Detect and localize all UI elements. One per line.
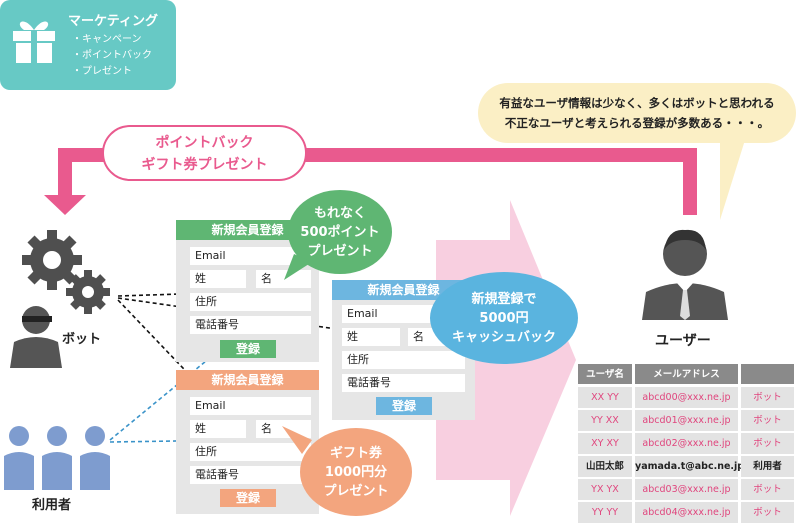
last-name-field[interactable]: 姓	[190, 270, 246, 288]
table-cell-email: abcd02@xxx.ne.jp	[635, 433, 738, 454]
bubble-line: プレゼント	[307, 243, 373, 259]
bubble-line: 500ポイント	[300, 224, 380, 240]
reward-return-arrow	[58, 148, 697, 215]
address-field[interactable]: 住所	[190, 443, 311, 461]
offer-bubble-orange: ギフト券 1000円分 プレゼント	[300, 428, 412, 516]
table-header: ユーザ名 メールアドレス	[578, 364, 794, 384]
bubble-line: 新規登録で	[471, 291, 537, 307]
marketing-item: ・ポイントバック	[72, 50, 152, 61]
comment-line1: 有益なユーザ情報は少なく、多くはボットと思われる	[499, 96, 775, 110]
marketing-item: ・プレゼント	[72, 66, 132, 77]
table-cell-type: ボット	[741, 387, 794, 408]
table-cell-name: YY XX	[578, 410, 632, 431]
header-cell: メールアドレス	[635, 364, 738, 384]
bot-person-icon	[10, 306, 62, 368]
phone-field[interactable]: 電話番号	[342, 374, 465, 392]
form-header: 新規会員登録	[176, 220, 319, 240]
reward-line2: ギフト券プレゼント	[141, 157, 268, 173]
table-cell-email: abcd01@xxx.ne.jp	[635, 410, 738, 431]
table-cell-type: ボット	[741, 502, 794, 523]
users-label: 利用者	[32, 498, 72, 513]
bubble-tail	[282, 426, 312, 454]
table-cell-type: ボット	[741, 410, 794, 431]
table-cell-name: XX YY	[578, 387, 632, 408]
registration-form-orange: 新規会員登録 Email 姓 名 住所 電話番号 登録	[176, 370, 319, 514]
header-cell: ユーザ名	[578, 364, 632, 384]
bubble-line: キャッシュバック	[451, 329, 556, 345]
marketing-title: マーケティング	[68, 14, 158, 29]
table-cell-name: YX YX	[578, 479, 632, 500]
register-button[interactable]: 登録	[220, 489, 276, 507]
owner-label: ユーザー	[655, 333, 711, 349]
table-cell-email: abcd03@xxx.ne.jp	[635, 479, 738, 500]
reward-banner: ポイントバック ギフト券プレゼント	[102, 125, 307, 181]
table-cell-name: 山田太郎	[578, 456, 632, 477]
bot-icon	[10, 230, 110, 368]
comment-line2: 不正なユーザと考えられる登録が多数ある・・・。	[504, 116, 770, 130]
header-cell	[741, 364, 794, 384]
table-cell-email: abcd04@xxx.ne.jp	[635, 502, 738, 523]
owner-user-icon	[642, 229, 728, 320]
gift-icon	[13, 21, 55, 63]
email-field[interactable]: Email	[190, 397, 311, 415]
bubble-line: もれなく	[313, 205, 366, 221]
last-name-field[interactable]: 姓	[190, 420, 246, 438]
form-header: 新規会員登録	[176, 370, 319, 390]
table-cell-type: 利用者	[741, 456, 794, 477]
reward-line1: ポイントバック	[155, 135, 254, 151]
users-icon	[4, 426, 110, 490]
phone-field[interactable]: 電話番号	[190, 466, 311, 484]
table-cell-name: XY XY	[578, 433, 632, 454]
gear-icon	[22, 230, 110, 314]
address-field[interactable]: 住所	[342, 351, 465, 369]
table-cell-type: ボット	[741, 479, 794, 500]
bubble-line: プレゼント	[323, 483, 389, 499]
bubble-line: 5000円	[479, 310, 529, 326]
table-cell-type: ボット	[741, 433, 794, 454]
user-comment-bubble: 有益なユーザ情報は少なく、多くはボットと思われる 不正なユーザと考えられる登録が…	[478, 83, 796, 143]
register-button[interactable]: 登録	[376, 397, 432, 415]
first-name-field[interactable]: 名	[256, 270, 311, 288]
register-button[interactable]: 登録	[220, 340, 276, 358]
bubble-tail	[284, 254, 312, 280]
table-cell-name: YY YY	[578, 502, 632, 523]
last-name-field[interactable]: 姓	[342, 328, 400, 346]
reward-arrow-head	[44, 195, 86, 215]
offer-bubble-blue: 新規登録で 5000円 キャッシュバック	[430, 272, 578, 364]
bubble-line: 1000円分	[324, 464, 388, 480]
marketing-box: マーケティング ・キャンペーン ・ポイントバック ・プレゼント	[0, 0, 176, 90]
phone-field[interactable]: 電話番号	[190, 316, 311, 334]
bubble-line: ギフト券	[329, 445, 382, 461]
marketing-list: ・キャンペーン ・ポイントバック ・プレゼント	[72, 32, 152, 80]
address-field[interactable]: 住所	[190, 293, 311, 311]
email-field[interactable]: Email	[190, 247, 311, 265]
table-cell-email: yamada.t@abc.ne.jp	[635, 456, 744, 477]
table-cell-email: abcd00@xxx.ne.jp	[635, 387, 738, 408]
comment-tail	[720, 140, 745, 220]
bot-label: ボット	[62, 332, 102, 347]
marketing-item: ・キャンペーン	[72, 34, 142, 45]
